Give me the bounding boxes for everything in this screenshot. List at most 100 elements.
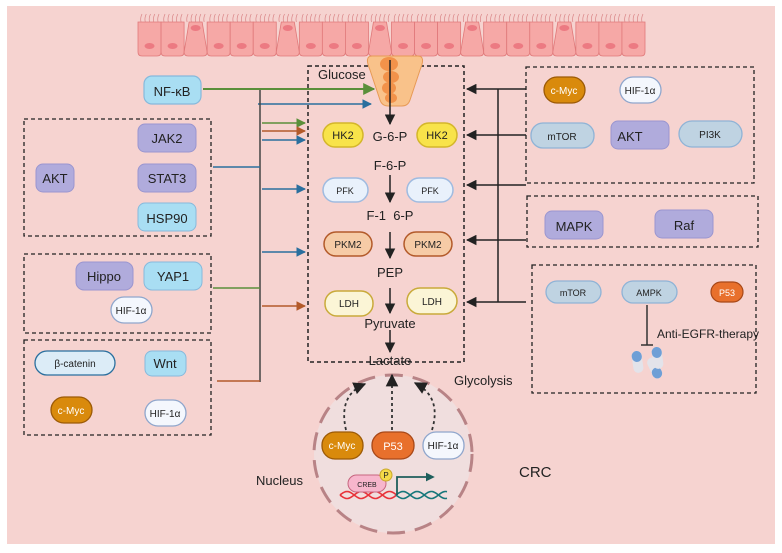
microvillus [148,13,151,23]
cell-nucleus [351,43,362,49]
microvillus [439,13,442,23]
nucleus-label: Nucleus [256,473,303,488]
left-stat3-node: STAT3 [137,163,197,193]
dna-strand [339,490,397,500]
microvillus [278,13,281,23]
svg-text:LDH: LDH [339,299,359,310]
microvillus [180,13,183,23]
microvillus [356,13,359,23]
microvillus [232,13,235,23]
right-mapk-node: MAPK [544,210,604,240]
microvillus [544,13,547,23]
microvillus [157,13,160,23]
metabolite-lactate: Lactate [369,353,412,368]
epithelial-cell [575,21,600,57]
svg-text:PI3K: PI3K [699,130,721,141]
microvillus [578,13,581,23]
metabolite-f6p: F-6-P [374,158,407,173]
microvillus [314,13,317,23]
epithelium-layer [137,13,646,57]
microvillus [383,13,386,23]
microvillus [536,13,539,23]
left-group2-box [23,253,212,334]
cell-nucleus [282,25,293,31]
microvillus [236,13,239,23]
microvillus [475,13,478,23]
microvillus [375,13,378,23]
microvillus [421,13,424,23]
hif-dashed-arrow [413,382,436,431]
epithelial-cell [137,21,162,57]
microvillus [590,13,593,23]
microvillus [609,13,612,23]
microvillus [249,13,252,23]
microvillus [222,13,225,23]
svg-text:AMPK: AMPK [636,288,662,298]
right-mtor-node: mTOR [530,122,595,149]
microvillus [351,13,354,23]
microvillus [601,13,604,23]
microvillus [471,13,474,23]
left-akt-node: AKT [35,163,75,193]
microvillus [490,13,493,23]
microvillus [452,13,455,23]
microvillus [398,13,401,23]
svg-text:AKT: AKT [42,171,67,186]
microvillus [513,13,516,23]
microvillus [360,13,363,23]
microvillus [406,13,409,23]
svg-text:c-Myc: c-Myc [329,441,356,452]
cell-nucleus [582,43,593,49]
enzyme-ldh-right: LDH [406,287,458,315]
microvillus [559,13,562,23]
microvillus [456,13,459,23]
microvillus [268,13,271,23]
svg-text:P53: P53 [383,441,403,453]
svg-text:HK2: HK2 [426,130,447,142]
svg-text:mTOR: mTOR [560,288,587,298]
epithelial-cell [598,21,623,57]
cell-nucleus [259,43,270,49]
cell-nucleus [144,43,155,49]
microvillus [402,13,405,23]
epithelial-cell [321,21,346,57]
microvillus [364,13,367,23]
svg-text:HIF-1α: HIF-1α [625,86,656,97]
svg-text:HK2: HK2 [332,130,353,142]
nfkb-node: NF-κB [143,75,202,105]
microvillus [163,13,166,23]
svg-text:YAP1: YAP1 [157,269,189,284]
left-jak2-node: JAK2 [137,123,197,153]
metabolite-g6p: G-6-P [373,129,408,144]
microvillus [462,13,465,23]
microvillus [140,13,143,23]
left-group3-box [23,339,212,436]
microvillus [370,13,373,23]
microvillus [614,13,617,23]
nucleus-cmyc-node: c-Myc [321,431,364,460]
microvillus [199,13,202,23]
microvillus [341,13,344,23]
svg-text:MAPK: MAPK [556,219,593,234]
microvillus [264,13,267,23]
svg-text:P: P [383,471,388,480]
metabolite-pep: PEP [377,265,403,280]
microvillus [410,13,413,23]
microvillus [416,13,419,23]
right-hif1a-node: HIF-1α [619,76,662,104]
enzyme-pfk-right: PFK [406,177,454,203]
microvillus [572,13,575,23]
left-hsp90-node: HSP90 [137,202,197,232]
cell-nucleus [559,25,570,31]
microvillus [517,13,520,23]
microvillus [209,13,212,23]
epithelial-cell [160,21,185,57]
right-group1-box [525,66,755,184]
microvillus [444,13,447,23]
svg-text:c-Myc: c-Myc [551,86,578,97]
microvillus [272,13,275,23]
microvillus [301,13,304,23]
cell-nucleus [213,43,224,49]
microvillus [605,13,608,23]
